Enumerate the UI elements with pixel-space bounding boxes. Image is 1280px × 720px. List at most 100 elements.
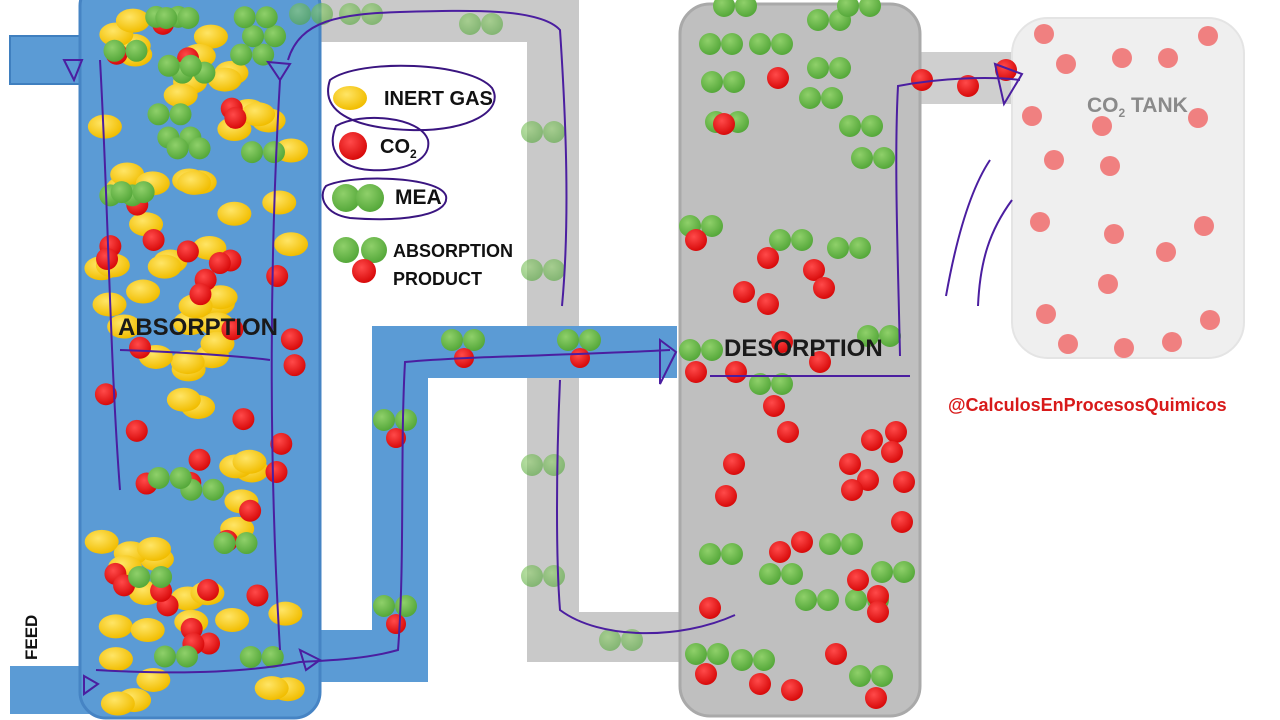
mea-particle bbox=[701, 339, 723, 361]
mea-particle bbox=[241, 141, 264, 164]
mea-particle bbox=[679, 339, 701, 361]
mea-particle bbox=[459, 13, 481, 35]
inert-gas-particle bbox=[98, 614, 133, 639]
inert-gas-particle bbox=[177, 170, 212, 195]
co2-particle bbox=[208, 252, 231, 275]
co2-particle bbox=[867, 601, 889, 623]
mea-particle bbox=[849, 237, 871, 259]
mea-particle bbox=[799, 87, 821, 109]
co2-particle bbox=[196, 578, 219, 601]
mea-particle bbox=[857, 325, 879, 347]
co2-particle bbox=[699, 597, 721, 619]
mea-particle bbox=[707, 643, 729, 665]
mea-particle bbox=[781, 563, 803, 585]
co2-particle bbox=[570, 348, 590, 368]
co2-particle bbox=[246, 584, 269, 607]
desorber-label: DESORPTION bbox=[724, 335, 883, 362]
co2-particle bbox=[995, 59, 1017, 81]
mea-particle bbox=[213, 532, 236, 555]
mea-particle bbox=[871, 665, 893, 687]
co2-particle bbox=[885, 421, 907, 443]
co2-particle bbox=[1036, 304, 1056, 324]
legend-product-label-line2: PRODUCT bbox=[393, 269, 482, 289]
mea-particle bbox=[521, 259, 543, 281]
mea-particle bbox=[807, 57, 829, 79]
co2-particle bbox=[767, 67, 789, 89]
co2-particle bbox=[1034, 24, 1054, 44]
co2-particle bbox=[232, 408, 255, 431]
mea-particle bbox=[188, 137, 211, 160]
inert-gas-particle bbox=[268, 601, 303, 626]
co2-particle bbox=[713, 113, 735, 135]
mea-particle bbox=[821, 87, 843, 109]
co2-particle bbox=[283, 354, 306, 377]
inert-gas-particle bbox=[217, 201, 252, 226]
mea-particle bbox=[132, 181, 155, 204]
co2-particle bbox=[781, 679, 803, 701]
mea-particle bbox=[749, 33, 771, 55]
mea-particle bbox=[202, 478, 225, 501]
co2-particle bbox=[189, 283, 212, 306]
tank-label-suffix: TANK bbox=[1125, 94, 1188, 117]
mea-particle bbox=[157, 54, 180, 77]
co2-particle bbox=[685, 229, 707, 251]
co2-particle bbox=[685, 361, 707, 383]
inert-gas-particle bbox=[166, 387, 201, 412]
inert-gas-particle bbox=[87, 114, 122, 139]
co2-particle bbox=[1104, 224, 1124, 244]
inert-gas-particle bbox=[254, 676, 289, 701]
mea-particle bbox=[543, 454, 565, 476]
co2-particle bbox=[1188, 108, 1208, 128]
mea-particle bbox=[731, 649, 753, 671]
co2-particle bbox=[198, 632, 221, 655]
co2-particle bbox=[891, 511, 913, 533]
mea-particle bbox=[807, 9, 829, 31]
mea-particle bbox=[242, 25, 265, 48]
mea-particle bbox=[735, 0, 757, 17]
mea-particle bbox=[749, 373, 771, 395]
co2-particle bbox=[125, 419, 148, 442]
co2-tank bbox=[1011, 17, 1245, 359]
mea-particle bbox=[557, 329, 579, 351]
co2-particle bbox=[94, 383, 117, 406]
inert-gas-particle bbox=[100, 691, 135, 716]
co2-particle bbox=[386, 428, 406, 448]
mea-particle bbox=[829, 57, 851, 79]
co2-particle bbox=[791, 531, 813, 553]
co2-particle bbox=[757, 247, 779, 269]
mea-particle bbox=[871, 561, 893, 583]
co2-particle bbox=[1158, 48, 1178, 68]
co2-particle bbox=[224, 106, 247, 129]
legend-mea-label: MEA bbox=[395, 186, 442, 209]
co2-particle bbox=[763, 395, 785, 417]
mea-particle bbox=[179, 54, 202, 77]
co2-particle bbox=[188, 448, 211, 471]
co2-particle bbox=[809, 351, 831, 373]
mea-particle bbox=[147, 103, 170, 126]
mea-particle bbox=[239, 645, 262, 668]
co2-particle bbox=[1022, 106, 1042, 126]
co2-particle bbox=[1156, 242, 1176, 262]
mea-particle bbox=[721, 33, 743, 55]
mea-particle bbox=[169, 466, 192, 489]
inert-gas-particle bbox=[193, 24, 228, 49]
mea-particle bbox=[543, 259, 565, 281]
mea-particle bbox=[175, 645, 198, 668]
co2-particle bbox=[757, 293, 779, 315]
co2-particle bbox=[176, 240, 199, 263]
mea-particle bbox=[699, 543, 721, 565]
inert-gas-particle bbox=[130, 618, 165, 643]
co2-particle bbox=[280, 328, 303, 351]
co2-particle bbox=[715, 485, 737, 507]
mea-particle bbox=[791, 229, 813, 251]
co2-particle bbox=[1058, 334, 1078, 354]
inert-gas-particle bbox=[147, 254, 182, 279]
co2-particle bbox=[777, 421, 799, 443]
mea-particle bbox=[110, 181, 133, 204]
co2-particle bbox=[771, 331, 793, 353]
inert-gas-particle bbox=[274, 232, 309, 257]
mea-particle bbox=[701, 215, 723, 237]
tank-label-subscript: 2 bbox=[1118, 106, 1126, 121]
mea-particle bbox=[721, 543, 743, 565]
particles bbox=[84, 0, 1220, 716]
